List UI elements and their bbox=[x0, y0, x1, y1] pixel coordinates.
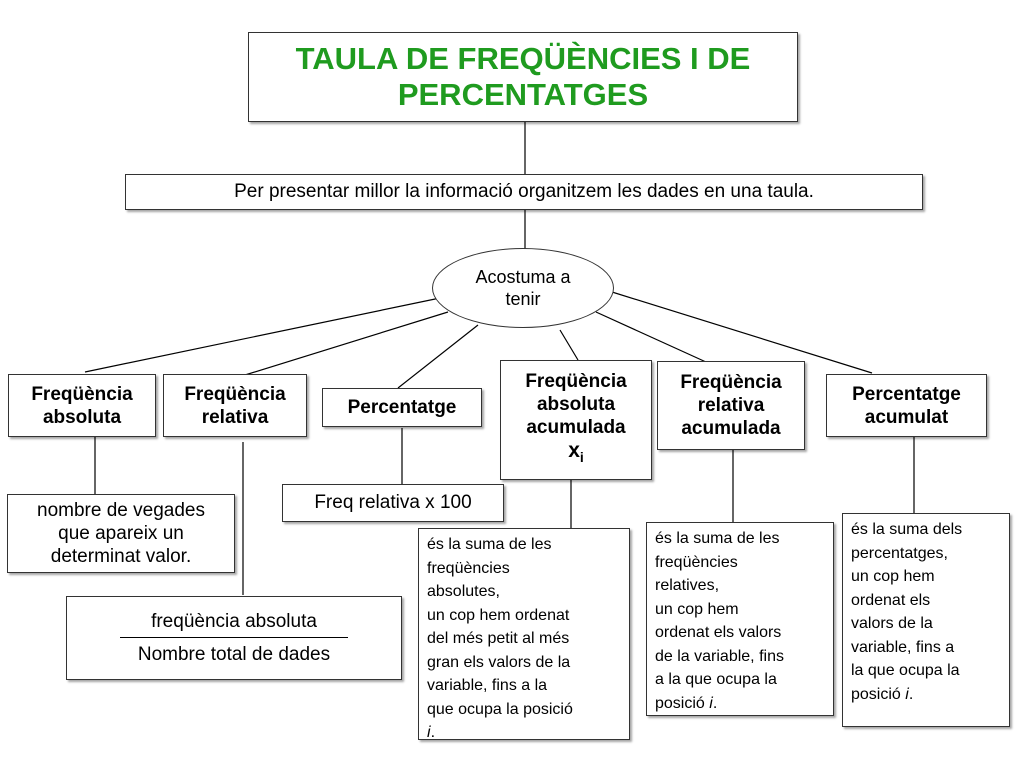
fraction-bar bbox=[120, 636, 348, 638]
description-line: de la variable, fins bbox=[655, 647, 784, 665]
description-line: percentatges, bbox=[851, 544, 948, 562]
category-label: acumulada bbox=[681, 418, 781, 439]
description-line: posició i. bbox=[851, 683, 1003, 707]
category-percentage: Percentatge bbox=[322, 388, 482, 427]
description-line: és la suma de les bbox=[655, 530, 780, 547]
intro-box: Per presentar millor la informació organ… bbox=[125, 174, 923, 210]
fraction-denominator: Nombre total de dades bbox=[137, 643, 331, 665]
description-cumulative-percentage: és la suma dels percentatges, un cop hem… bbox=[842, 513, 1010, 727]
connector-hub-pct bbox=[397, 324, 479, 389]
description-line: del més petit al més bbox=[427, 630, 570, 647]
category-cumulative-relative-frequency: Freqüència relativa acumulada bbox=[657, 361, 805, 450]
xi-symbol: xi bbox=[568, 439, 584, 469]
description-line: a la que ocupa la bbox=[655, 671, 777, 688]
position-index: i bbox=[905, 685, 909, 703]
last-line-prefix: posició bbox=[851, 685, 906, 703]
category-label: Freqüència bbox=[525, 371, 627, 393]
description-line: ordenat els bbox=[851, 591, 931, 609]
description-line: la que ocupa la bbox=[851, 662, 960, 679]
description-line: posició i. bbox=[655, 692, 827, 716]
description-line: és la suma dels bbox=[851, 521, 963, 538]
category-label: acumulat bbox=[864, 406, 949, 428]
category-relative-frequency: Freqüència relativa bbox=[163, 374, 307, 437]
last-line-prefix: posició bbox=[655, 694, 710, 712]
title-line-2: PERCENTATGES bbox=[397, 77, 649, 112]
description-line: i. bbox=[427, 721, 623, 745]
category-label: Freqüència bbox=[184, 383, 286, 405]
period: . bbox=[430, 724, 436, 741]
description-cumulative-relative-frequency: és la suma de les freqüències relatives,… bbox=[646, 522, 834, 716]
description-line: variable, fins a la bbox=[427, 677, 548, 694]
description-cumulative-absolute-frequency: és la suma de les freqüències absolutes,… bbox=[418, 528, 630, 741]
description-line: que apareix un bbox=[58, 523, 184, 544]
xi-subscript: i bbox=[579, 449, 584, 466]
description-line: valors de la bbox=[851, 615, 933, 632]
description-line: determinat valor. bbox=[50, 546, 192, 567]
hub-line-2: tenir bbox=[505, 289, 541, 309]
period: . bbox=[908, 685, 914, 703]
description-line: un cop hem bbox=[851, 568, 935, 585]
category-label: Freqüència bbox=[31, 383, 133, 405]
category-label: relativa bbox=[201, 406, 269, 428]
category-label: absoluta bbox=[536, 394, 616, 416]
hub-line-1: Acostuma a bbox=[475, 267, 571, 287]
category-cumulative-absolute-frequency: Freqüència absoluta acumulada xi bbox=[500, 360, 652, 480]
description-line: que ocupa la posició bbox=[427, 700, 573, 718]
intro-text: Per presentar millor la informació organ… bbox=[234, 181, 814, 202]
description-percentage: Freq relativa x 100 bbox=[282, 484, 504, 522]
connector-hub-relacc bbox=[595, 311, 707, 363]
description-line: Freq relativa x 100 bbox=[314, 492, 472, 513]
connector-hub-rel bbox=[244, 311, 449, 376]
description-line: ordenat els valors bbox=[655, 624, 782, 641]
connector-hub-abs bbox=[84, 297, 441, 373]
hub-oval: Acostuma a tenir bbox=[432, 248, 614, 328]
category-label: relativa bbox=[697, 395, 765, 416]
category-label: absoluta bbox=[42, 406, 122, 428]
description-line: gran els valors de la bbox=[427, 653, 571, 671]
position-index: i bbox=[427, 724, 431, 741]
description-line: freqüències bbox=[427, 559, 510, 577]
description-line: absolutes, bbox=[427, 583, 500, 600]
category-label: Freqüència bbox=[680, 372, 782, 393]
description-absolute-frequency: nombre de vegades que apareix un determi… bbox=[7, 494, 235, 573]
xi-base: x bbox=[568, 439, 580, 463]
category-absolute-frequency: Freqüència absoluta bbox=[8, 374, 156, 437]
category-label: acumulada bbox=[526, 417, 626, 439]
description-line: freqüències bbox=[655, 553, 738, 571]
description-line: nombre de vegades bbox=[37, 500, 205, 521]
category-cumulative-percentage: Percentatge acumulat bbox=[826, 374, 987, 437]
connector-hub-absacc bbox=[559, 329, 579, 361]
description-line: un cop hem ordenat bbox=[427, 606, 570, 624]
title-box: TAULA DE FREQÜÈNCIES I DE PERCENTATGES bbox=[248, 32, 798, 122]
description-line: variable, fins a bbox=[851, 638, 955, 656]
title-line-1: TAULA DE FREQÜÈNCIES I DE bbox=[295, 41, 751, 76]
fraction-numerator: freqüència absoluta bbox=[151, 610, 317, 632]
description-line: relatives, bbox=[655, 577, 720, 594]
position-index: i bbox=[709, 694, 713, 712]
category-label: Percentatge bbox=[347, 397, 457, 418]
description-relative-frequency: freqüència absoluta Nombre total de dade… bbox=[66, 596, 402, 680]
period: . bbox=[712, 694, 718, 712]
description-line: és la suma de les bbox=[427, 536, 552, 553]
description-line: un cop hem bbox=[655, 600, 739, 618]
category-label: Percentatge bbox=[852, 383, 961, 405]
connector-hub-pctacc bbox=[611, 291, 873, 374]
